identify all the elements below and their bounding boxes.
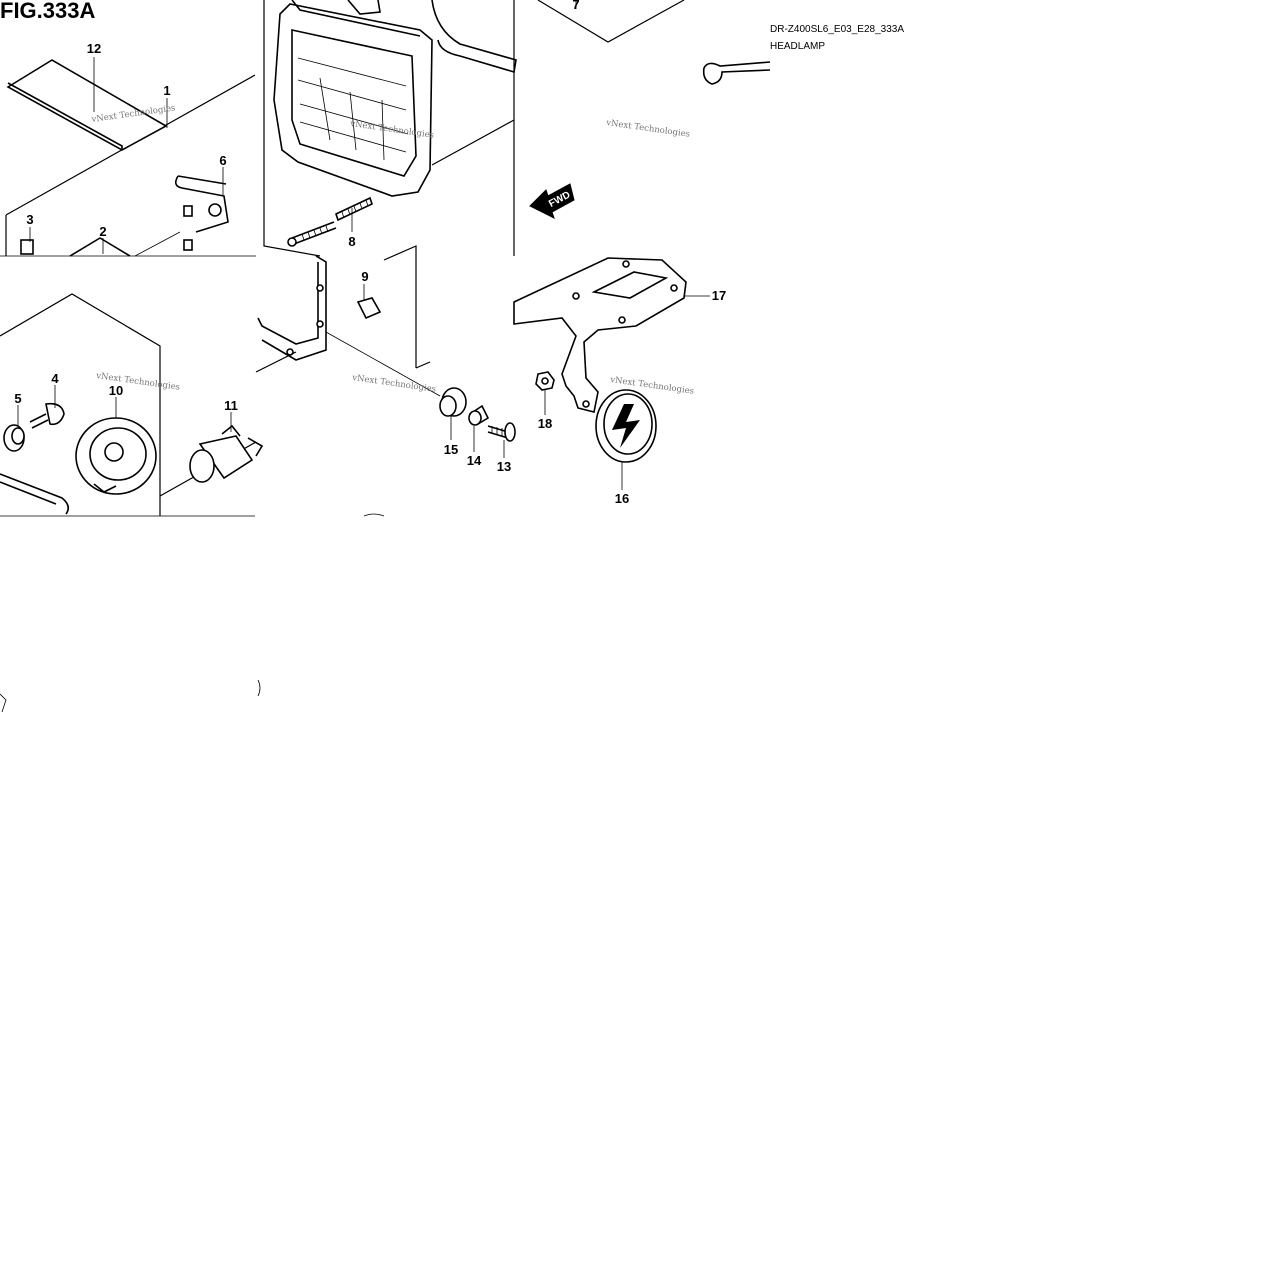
callout-12: 12 xyxy=(87,41,101,56)
section-name: HEADLAMP xyxy=(770,41,825,52)
callout-10: 10 xyxy=(109,383,123,398)
callout-14: 14 xyxy=(467,453,482,468)
headlamp-housing xyxy=(273,0,433,197)
callout-8: 8 xyxy=(348,234,355,249)
part-9-bracket xyxy=(257,255,382,361)
section-icon xyxy=(702,61,771,85)
part-12-label-plate xyxy=(6,59,168,151)
part-11-bulb xyxy=(189,424,264,483)
part-13-screw xyxy=(487,422,516,442)
leader-lines xyxy=(17,0,710,490)
part-4-bolt xyxy=(29,402,65,429)
callout-4: 4 xyxy=(51,371,59,386)
part-14-collar xyxy=(468,404,490,426)
center-frame xyxy=(263,0,515,368)
callout-2: 2 xyxy=(99,224,106,239)
watermark-5: vNext Technologies xyxy=(351,373,437,395)
callout-3: 3 xyxy=(26,212,33,227)
part-16-reflector xyxy=(595,389,657,463)
callout-9: 9 xyxy=(361,269,368,284)
callout-13: 13 xyxy=(497,459,511,474)
part-15-grommet xyxy=(439,387,467,417)
callout-18: 18 xyxy=(538,416,552,431)
part-2-lens xyxy=(69,231,181,257)
figure-code: DR-Z400SL6_E03_E28_333A xyxy=(770,24,904,35)
callout-17: 17 xyxy=(712,288,726,303)
figure-title: FIG.333A xyxy=(0,0,95,23)
lower-center-frame xyxy=(255,331,441,397)
forward-arrow-icon: FWD xyxy=(529,183,575,219)
callout-1: 1 xyxy=(163,83,170,98)
watermark-3: vNext Technologies xyxy=(605,118,691,140)
part-10-dust-cover xyxy=(75,417,157,495)
watermark-4: vNext Technologies xyxy=(95,371,181,393)
callout-16: 16 xyxy=(615,491,629,506)
callout-5: 5 xyxy=(14,391,21,406)
part-6-bracket xyxy=(174,175,229,251)
callout-11: 11 xyxy=(224,398,238,413)
part-7-cover xyxy=(431,0,685,74)
callout-7: 7 xyxy=(572,0,579,12)
part-17-bracket xyxy=(513,257,687,413)
callout-15: 15 xyxy=(444,442,458,457)
part-18-nut xyxy=(535,371,555,391)
lower-left-rim xyxy=(0,473,70,515)
part-8-screw-spring xyxy=(287,196,373,247)
callout-labels: 1 2 3 4 5 6 7 8 9 10 11 12 13 14 15 16 1… xyxy=(14,0,726,506)
part-3-clip-nut xyxy=(20,239,34,255)
callout-6: 6 xyxy=(219,153,226,168)
lower-fragments xyxy=(0,513,385,713)
part-5-socket xyxy=(3,424,25,452)
